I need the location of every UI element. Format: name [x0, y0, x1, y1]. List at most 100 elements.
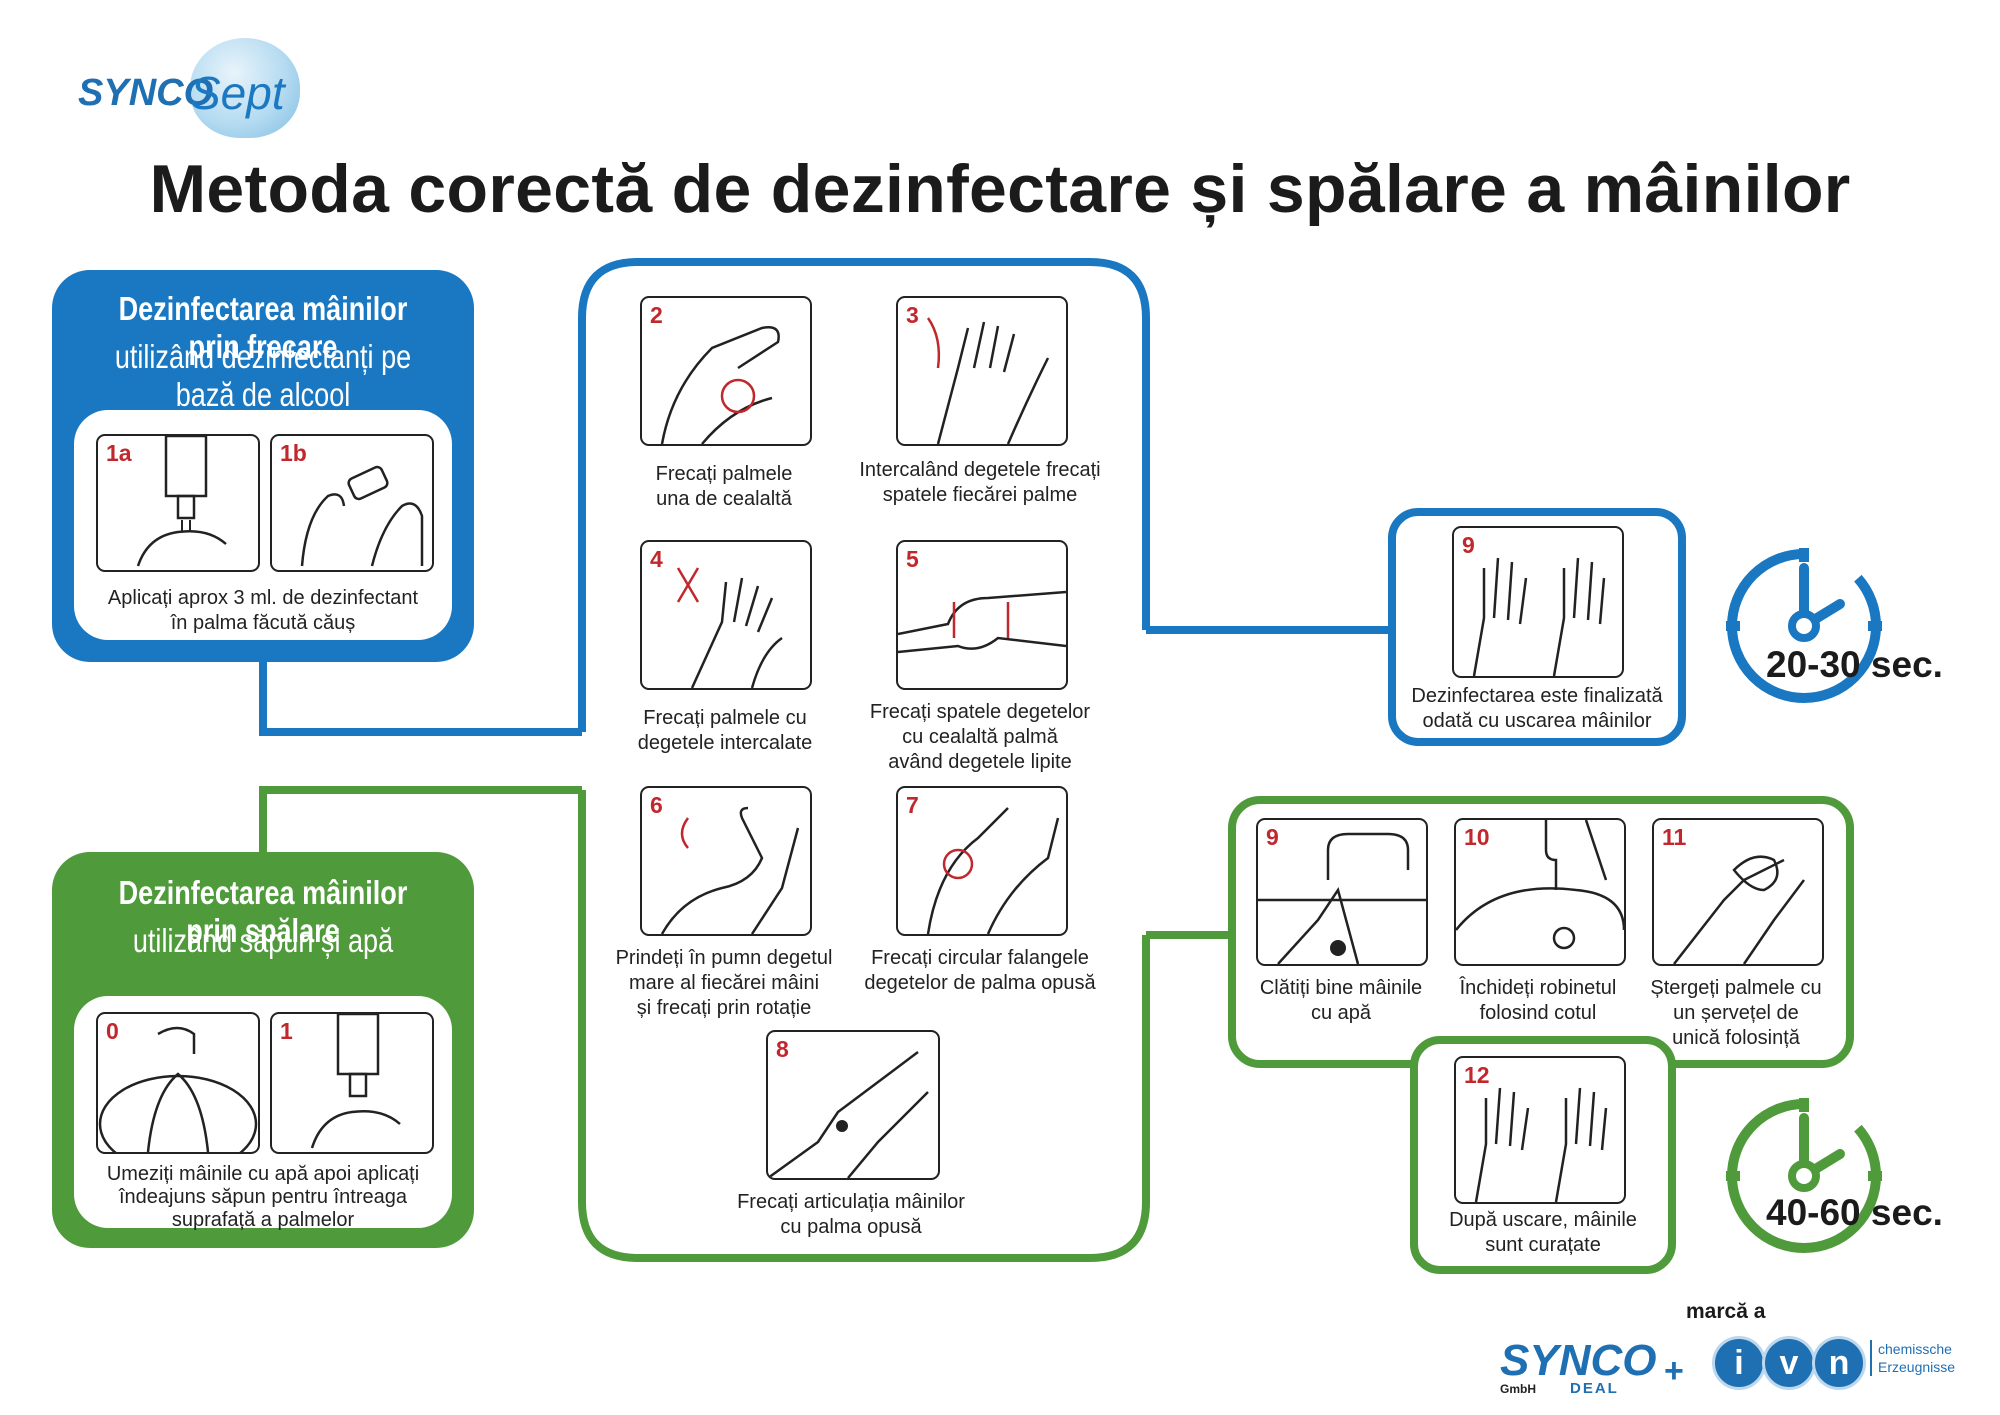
- step-number: 7: [906, 792, 919, 818]
- step-number: 9: [1266, 824, 1279, 850]
- wash-caption-1: Umeziți mâinile cu apă apoi aplicați: [106, 1163, 420, 1185]
- ivn-i: i: [1712, 1336, 1766, 1390]
- step-number: 10: [1464, 824, 1490, 850]
- caption-line: Frecați palmele cu: [643, 707, 807, 729]
- caption-line: Clătiți bine mâinile: [1259, 977, 1423, 999]
- syncosept-logo: SYNCO Sept: [78, 38, 318, 138]
- caption-line: Prindeți în pumn degetul: [615, 947, 833, 969]
- wash-step-10-caption: Închideți robinetul folosind cotul: [1436, 976, 1640, 1026]
- caption-line: cu cealaltă palmă: [902, 726, 1058, 748]
- caption-line: Închideți robinetul: [1459, 977, 1617, 999]
- soap-dispenser-icon: [310, 1014, 401, 1149]
- fingertips-circular-icon: [926, 807, 1060, 934]
- logo-part1: SYNCO: [78, 72, 214, 114]
- deal-text: DEAL: [1570, 1380, 1619, 1397]
- wash-step-11-image: 11: [1652, 818, 1824, 966]
- clean-palms-icon: [1474, 1087, 1608, 1202]
- step-number: 11: [1662, 824, 1687, 850]
- step-number: 6: [650, 792, 663, 818]
- step-4-caption: Frecați palmele cu degetele intercalate: [610, 706, 840, 756]
- caption-line: un șervețel de: [1673, 1002, 1799, 1024]
- rub-panel: Dezinfectarea mâinilor prin frecare util…: [52, 270, 474, 662]
- step-number: 1b: [280, 440, 307, 466]
- caption-line: Intercalând degetele frecați: [859, 459, 1101, 481]
- caption-line: folosind cotul: [1479, 1002, 1597, 1024]
- step-number: 5: [906, 546, 919, 572]
- step-3-caption: Intercalând degetele frecați spatele fie…: [840, 458, 1120, 508]
- synco-text: SYNCO: [1500, 1336, 1657, 1385]
- caption-line: Frecați circular falangele: [871, 947, 1089, 969]
- rub-step-9-caption: Dezinfectarea este finalizată odată cu u…: [1396, 684, 1678, 734]
- step-0-image: 0: [96, 1012, 260, 1154]
- wash-caption-3: suprafață a palmelor: [171, 1209, 355, 1231]
- step-number: 9: [1462, 532, 1475, 558]
- rub-caption-2: în palma făcută căuș: [170, 612, 356, 634]
- bottle-hand-icon: [300, 465, 424, 567]
- paper-towel-icon: [1673, 855, 1805, 964]
- step-4-image: 4: [640, 540, 812, 690]
- caption-line: având degetele lipite: [888, 751, 1072, 773]
- step-5-caption: Frecați spatele degetelor cu cealaltă pa…: [850, 700, 1110, 775]
- rub-step-9-image: 9: [1452, 526, 1624, 678]
- step-1a-image: 1a: [96, 434, 260, 572]
- step-number: 2: [650, 302, 663, 328]
- step-1b-image: 1b: [270, 434, 434, 572]
- caption-line: cu apă: [1310, 1002, 1372, 1024]
- caption-line: Dezinfectarea este finalizată: [1411, 685, 1663, 707]
- page-title: Metoda corectă de dezinfectare și spălar…: [149, 151, 1851, 227]
- faucet-rinse-icon: [1258, 832, 1426, 964]
- caption-line: Frecați spatele degetelor: [869, 701, 1091, 723]
- ivn-n: n: [1812, 1336, 1866, 1390]
- step-3-image: 3: [896, 296, 1068, 446]
- caption-line: Frecați palmele: [655, 463, 793, 485]
- step-number: 0: [106, 1018, 119, 1044]
- caption-line: unică folosință: [1672, 1027, 1800, 1049]
- sink-hand-icon: [98, 1026, 258, 1152]
- elbow-tap-icon: [1456, 820, 1624, 950]
- step-8-image: 8: [766, 1030, 940, 1180]
- caption-line: spatele fiecărei palme: [882, 484, 1078, 506]
- wash-step-11-caption: Ștergeți palmele cu un șervețel de unică…: [1634, 976, 1838, 1051]
- wash-panel-content: 0 1 Umeziți mâinile cu apă apoi aplicați…: [74, 996, 452, 1231]
- brand-of-label: marcă a: [1686, 1300, 1766, 1323]
- logo-part2: Sept: [190, 67, 285, 119]
- dispenser-hand-icon: [136, 436, 227, 567]
- open-palms-icon: [1472, 557, 1606, 676]
- palms-rubbing-icon: [660, 326, 780, 444]
- caption-line: cu palma opusă: [780, 1216, 922, 1238]
- fingers-locked-icon: [898, 590, 1066, 654]
- plus-icon: +: [1664, 1352, 1684, 1390]
- step-2-caption: Frecați palmele una de cealaltă: [600, 462, 848, 512]
- ivn-logo: i v n: [1712, 1336, 1866, 1392]
- timer-rub-label: 20-30 sec.: [1766, 644, 1943, 685]
- fingers-interlaced-icon: [676, 567, 783, 688]
- wash-panel: Dezinfectarea mâinilor prin spălare util…: [52, 852, 474, 1248]
- timer-wash-label: 40-60 sec.: [1766, 1192, 1943, 1233]
- gmbh-text: GmbH: [1500, 1382, 1536, 1396]
- rub-caption-1: Aplicați aprox 3 ml. de dezinfectant: [107, 587, 419, 609]
- step-number: 12: [1464, 1062, 1490, 1088]
- caption-line: Ștergeți palmele cu: [1650, 977, 1822, 999]
- wash-step-9-caption: Clătiți bine mâinile cu apă: [1236, 976, 1446, 1026]
- wash-caption-2: îndeajuns săpun pentru întreaga: [119, 1186, 407, 1208]
- thumb-rotate-icon: [660, 806, 800, 934]
- rub-panel-content: 1a 1b Aplicați aprox 3 ml. de dezinfecta…: [74, 410, 452, 640]
- wash-step-10-image: 10: [1454, 818, 1626, 966]
- step-5-image: 5: [896, 540, 1068, 690]
- wrist-rub-icon: [768, 1051, 929, 1178]
- caption-line: și frecați prin rotație: [636, 997, 812, 1019]
- caption-line: mare al fiecărei mâini: [628, 972, 820, 994]
- step-2-image: 2: [640, 296, 812, 446]
- rub-panel-subheading: utilizând dezinfectanți pe bază de alcoo…: [114, 338, 412, 413]
- drop-icon: [190, 38, 300, 138]
- chemische-erzeugnisse: chemissche Erzeugnisse: [1870, 1340, 1955, 1376]
- caption-line: sunt curațate: [1485, 1234, 1601, 1256]
- chem-line-1: chemissche: [1878, 1341, 1952, 1357]
- caption-line: degetele intercalate: [637, 732, 813, 754]
- step-7-image: 7: [896, 786, 1068, 936]
- caption-line: odată cu uscarea mâinilor: [1422, 710, 1652, 732]
- timer-blue-icon: [1726, 548, 1882, 703]
- timer-green-icon: [1726, 1098, 1882, 1253]
- step-number: 1a: [106, 440, 132, 466]
- wash-panel-heading: Dezinfectarea mâinilor prin spălare: [118, 874, 408, 949]
